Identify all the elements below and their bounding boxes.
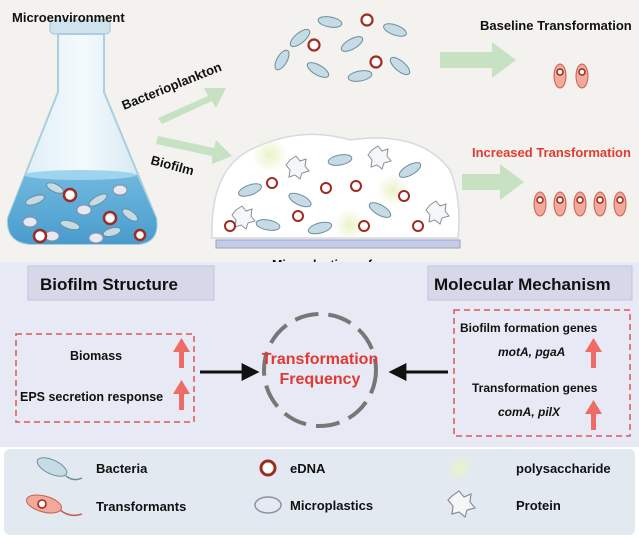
up-arrow-eps bbox=[173, 380, 190, 410]
up-arrow-biomass bbox=[173, 338, 190, 368]
legend-transformants-icon bbox=[25, 494, 83, 517]
legend-microplastics-icon bbox=[254, 496, 282, 514]
arrow-to-bacterioplankton bbox=[158, 88, 226, 124]
label-microenvironment: Microenvironment bbox=[12, 10, 125, 25]
legend-edna: eDNA bbox=[290, 461, 326, 476]
legend-protein: Protein bbox=[516, 498, 561, 513]
up-arrow-transformation-genes bbox=[585, 400, 602, 430]
label-baseline-transformation: Baseline Transformation bbox=[480, 18, 632, 33]
biofilm-structure-header bbox=[27, 265, 215, 301]
label-frequency: Frequency bbox=[280, 371, 361, 388]
legend-panel bbox=[4, 449, 635, 535]
microplastic-surface-bar bbox=[215, 239, 461, 249]
label-biofilm-gene-names: motA, pgaA bbox=[498, 345, 565, 359]
label-transformation-genes: Transformation genes bbox=[472, 381, 598, 395]
legend-protein-icon bbox=[447, 490, 477, 519]
label-eps: EPS secretion response bbox=[20, 390, 163, 404]
biofilm-structure-box bbox=[15, 333, 195, 423]
legend-polysaccharide: polysaccharide bbox=[516, 461, 611, 476]
molecular-mechanism-box bbox=[453, 309, 631, 437]
label-transformation-gene-names: comA, pilX bbox=[498, 405, 561, 419]
bacterioplankton-cluster bbox=[274, 13, 411, 82]
legend-polysaccharide-icon bbox=[446, 454, 474, 482]
label-biofilm-formation-genes: Biofilm formation genes bbox=[460, 321, 598, 335]
legend-transformants: Transformants bbox=[96, 499, 186, 514]
arrow-increased bbox=[462, 164, 524, 200]
label-transformation: Transformation bbox=[262, 351, 378, 368]
legend-microplastics: Microplastics bbox=[290, 498, 373, 513]
molecular-mechanism-header bbox=[427, 265, 633, 301]
label-increased-transformation: Increased Transformation bbox=[472, 145, 631, 160]
legend-bacteria: Bacteria bbox=[96, 461, 148, 476]
legend-bacteria-icon bbox=[36, 457, 83, 481]
baseline-transformants bbox=[553, 63, 589, 89]
label-molecular-mechanism: Molecular Mechanism bbox=[434, 275, 611, 294]
biofilm-mound bbox=[211, 133, 460, 241]
increased-transformants bbox=[533, 191, 627, 217]
flask-illustration bbox=[6, 19, 158, 245]
arrow-to-biofilm bbox=[156, 136, 232, 164]
label-biofilm-structure: Biofilm Structure bbox=[40, 275, 178, 294]
label-biomass: Biomass bbox=[70, 349, 122, 363]
arrow-baseline bbox=[440, 42, 516, 78]
transformation-frequency-circle bbox=[262, 312, 378, 428]
up-arrow-biofilm-genes bbox=[585, 338, 602, 368]
legend-edna-icon bbox=[259, 459, 277, 477]
